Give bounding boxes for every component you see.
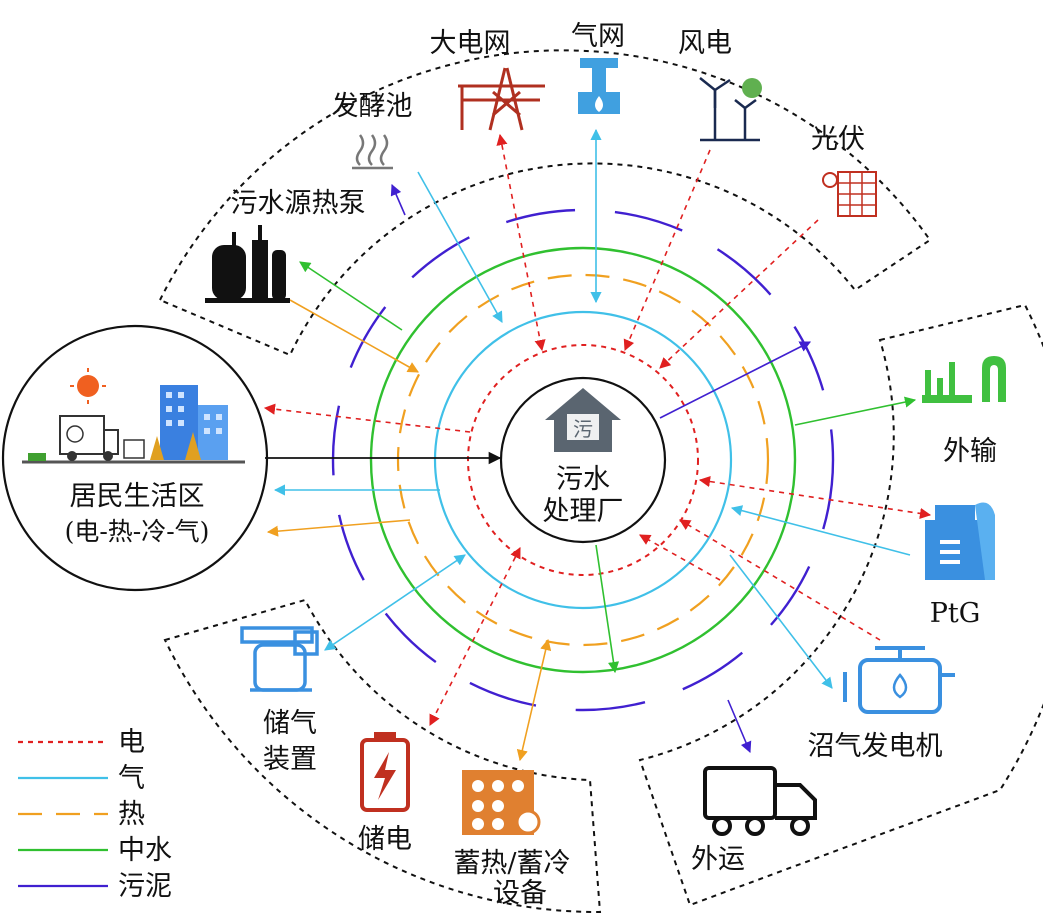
export-node: 外输 [922, 356, 1006, 467]
gas-network-label: 气网 [571, 21, 625, 52]
digester-label: 发酵池 [332, 91, 413, 122]
gas-tank-icon [240, 626, 319, 692]
ptg-building-icon [925, 502, 995, 580]
gas-storage-node: 储气 装置 [240, 626, 319, 775]
ptg-node: PtG [925, 502, 995, 629]
gas-network-node: 气网 [571, 21, 625, 114]
gas-storage-label-2: 装置 [263, 744, 317, 775]
factory-tanks-icon [205, 225, 290, 303]
gas-valve-icon [578, 58, 620, 114]
export-label: 外输 [943, 436, 997, 467]
battery-node: 储电 [358, 732, 412, 855]
legend-label: 气 [118, 763, 145, 794]
residential-area: 居民生活区 (电-热-冷-气) [1, 324, 269, 592]
plant-label-1: 污水 [556, 464, 610, 495]
sun-icon [77, 375, 99, 397]
outer-boundary [158, 49, 1043, 914]
ring-gas [433, 310, 733, 610]
residential-label-2: (电-热-冷-气) [65, 517, 210, 546]
engine-icon [843, 646, 955, 714]
thermal-storage-node: 蓄热/蓄冷 设备 [453, 770, 571, 909]
biogas-generator-label: 沼气发电机 [808, 731, 943, 762]
plant-badge: 污 [573, 417, 593, 441]
legend-label: 电 [118, 727, 145, 758]
wind-turbine-icon [699, 77, 760, 142]
plant-label-2: 处理厂 [543, 496, 624, 527]
gas-storage-label-1: 储气 [263, 708, 317, 739]
bottom-boundary [163, 598, 602, 914]
ring-reclaimed-water [369, 246, 797, 674]
thermal-storage-label-1: 蓄热/蓄冷 [453, 848, 570, 879]
connections [263, 128, 932, 762]
thermal-storage-label-2: 设备 [493, 878, 547, 909]
steam-icon [352, 134, 393, 170]
solar-panel-icon [822, 171, 877, 217]
truck-icon [703, 766, 817, 836]
truck-label: 外运 [691, 844, 745, 875]
cloud-icon [742, 78, 762, 98]
top-boundary [158, 49, 932, 357]
truck-node: 外运 [691, 766, 817, 875]
ring-electric [467, 344, 699, 576]
right-boundary [638, 303, 1043, 907]
export-icon [922, 356, 1006, 403]
legend-label: 热 [118, 799, 145, 830]
digester-node: 发酵池 [332, 91, 413, 170]
legend-label: 污泥 [118, 871, 172, 902]
rings [331, 208, 835, 712]
pv-label: 光伏 [811, 124, 865, 155]
wastewater-plant: 污 污水 处理厂 [499, 376, 667, 544]
pv-node: 光伏 [811, 124, 877, 217]
battery-icon [360, 732, 410, 812]
thermal-storage-icon [462, 770, 541, 835]
battery-label: 储电 [358, 824, 412, 855]
heat-pump-label: 污水源热泵 [231, 188, 366, 219]
legend-label: 中水 [118, 835, 172, 866]
ptg-label: PtG [930, 598, 981, 629]
wind-label: 风电 [678, 28, 732, 59]
residential-label-1: 居民生活区 [70, 481, 205, 512]
ring-heat [396, 273, 770, 647]
power-tower-icon [458, 67, 545, 131]
biogas-generator-node: 沼气发电机 [808, 646, 955, 762]
wind-node: 风电 [678, 28, 762, 142]
ring-sludge [331, 208, 835, 712]
heat-pump-node: 污水源热泵 [205, 188, 366, 303]
grid-node: 大电网 [430, 28, 545, 131]
grid-label: 大电网 [430, 28, 511, 59]
